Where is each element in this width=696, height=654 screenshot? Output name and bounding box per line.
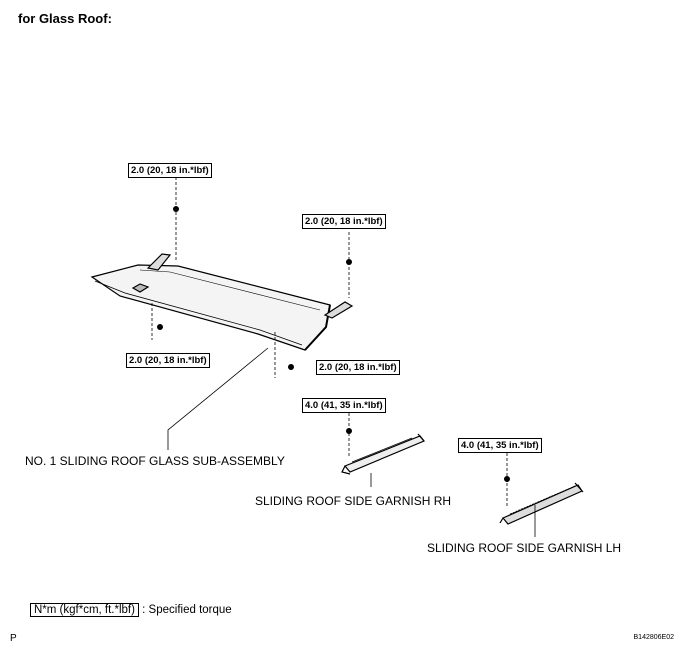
torque-label-garnish-rh: 4.0 (41, 35 in.*lbf) [302,398,386,413]
torque-label-top-right: 2.0 (20, 18 in.*lbf) [302,214,386,229]
torque-label-garnish-lh: 4.0 (41, 35 in.*lbf) [458,438,542,453]
torque-legend: N*m (kgf*cm, ft.*lbf) : Specified torque [30,603,232,617]
garnish-rh-shape [341,433,425,475]
bolt-icon [173,206,179,212]
figure-code: B142806E02 [633,634,674,641]
label-glass-subassembly: NO. 1 SLIDING ROOF GLASS SUB-ASSEMBLY [25,454,285,468]
garnish-lh-shape [499,482,584,525]
label-garnish-lh: SLIDING ROOF SIDE GARNISH LH [427,541,622,555]
page-mark: P [10,633,17,644]
bolt-icon [346,428,352,434]
torque-label-mid-right: 2.0 (20, 18 in.*lbf) [316,360,400,375]
sliding-roof-glass-panel [90,253,354,351]
torque-label-top-left: 2.0 (20, 18 in.*lbf) [128,163,212,178]
page-heading: for Glass Roof: [18,11,112,26]
bolt-icon [288,364,294,370]
bolt-icons [157,206,510,482]
torque-label-mid-left: 2.0 (20, 18 in.*lbf) [126,353,210,368]
bolt-icon [157,324,163,330]
bolt-icon [504,476,510,482]
bolt-icon [346,259,352,265]
legend-unit-box: N*m (kgf*cm, ft.*lbf) [30,603,139,617]
label-garnish-rh: SLIDING ROOF SIDE GARNISH RH [255,494,452,508]
legend-text: : Specified torque [142,604,232,616]
